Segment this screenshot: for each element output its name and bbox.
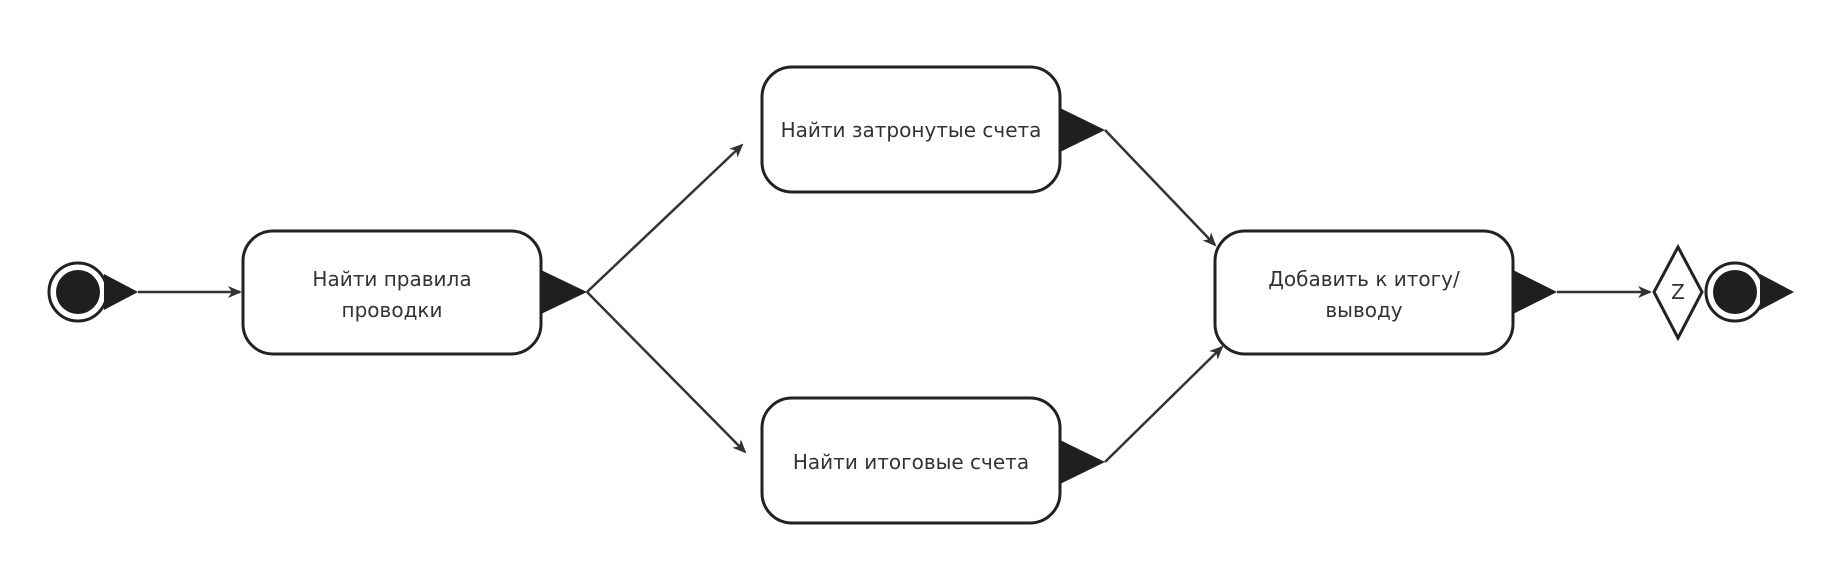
node-add-to-total-output-port-icon: [1513, 270, 1557, 314]
node-find-posting-rules-label-line2: проводки: [342, 298, 443, 322]
end-dot-icon: [1713, 270, 1757, 314]
node-add-to-total-box: [1213, 229, 1515, 356]
node-add-to-total-label-line1: Добавить к итогу/: [1268, 267, 1460, 291]
end-node: [1704, 261, 1794, 323]
node-find-total-accounts-output-port-icon: [1060, 440, 1105, 484]
node-add-to-total-label-line2: выводу: [1325, 298, 1402, 322]
node-find-posting-rules-output-port-icon: [541, 270, 587, 314]
node-find-affected-accounts-output-port-icon: [1060, 108, 1105, 152]
decision-diamond-icon: [1652, 243, 1704, 342]
edge-rules-to-totals: [586, 291, 747, 454]
node-find-total-accounts-label: Найти итоговые счета: [793, 450, 1029, 474]
node-find-total-accounts: Найти итоговые счета: [760, 396, 1105, 525]
node-find-affected-accounts: Найти затронутые счета: [760, 65, 1105, 194]
end-output-port-icon: [1760, 274, 1794, 310]
edge-rules-to-affected: [586, 143, 744, 293]
edge-affected-to-add: [1104, 129, 1217, 247]
start-node: [47, 261, 138, 323]
node-find-posting-rules: Найти правила проводки: [241, 229, 587, 356]
edges: [138, 129, 1652, 463]
decision-gate-label: Z: [1671, 280, 1685, 304]
start-output-port-icon: [104, 274, 138, 310]
node-find-posting-rules-box: [241, 229, 543, 356]
start-dot-icon: [56, 270, 100, 314]
node-find-posting-rules-label-line1: Найти правила: [312, 267, 471, 291]
decision-gate: Z: [1652, 243, 1704, 342]
node-add-to-total: Добавить к итогу/ выводу: [1213, 229, 1557, 356]
edge-totals-to-add: [1104, 345, 1224, 463]
node-find-affected-accounts-label: Найти затронутые счета: [781, 118, 1042, 142]
